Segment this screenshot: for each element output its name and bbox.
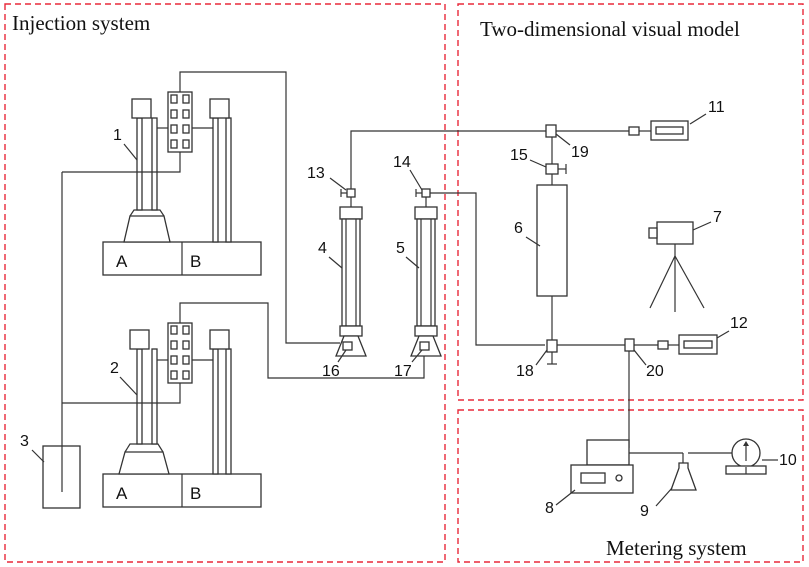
container-4: [335, 206, 367, 357]
camera-7: [648, 221, 705, 312]
label-4: 4: [318, 240, 327, 257]
valve-20: [624, 338, 635, 352]
label-12: 12: [730, 315, 748, 332]
valve-18: [546, 339, 558, 353]
gas-meter-10: [725, 438, 767, 475]
pump-2: A B: [102, 322, 262, 508]
label-2: 2: [110, 360, 119, 377]
label-11: 11: [708, 99, 725, 116]
label-3: 3: [20, 433, 29, 450]
visual-model-6: [536, 184, 568, 297]
pump-1: A B: [102, 91, 262, 276]
label-7: 7: [713, 209, 722, 226]
instrument-8: [570, 439, 683, 494]
pump-1-b-label: B: [190, 252, 201, 271]
label-16: 16: [322, 363, 340, 380]
valve-15: [545, 163, 559, 175]
label-6: 6: [514, 220, 523, 237]
label-19: 19: [571, 144, 589, 161]
collector-9: [670, 452, 732, 491]
label-14: 14: [393, 154, 411, 171]
label-15: 15: [510, 147, 528, 164]
visual-model-title: Two-dimensional visual model: [480, 17, 740, 41]
label-10: 10: [779, 452, 797, 469]
pump-2-a-label: A: [116, 484, 128, 503]
label-20: 20: [646, 363, 664, 380]
label-1: 1: [113, 127, 122, 144]
label-8: 8: [545, 500, 554, 517]
visual-model-border: [457, 3, 804, 401]
pump-1-a-label: A: [116, 252, 128, 271]
valve-19: [545, 124, 557, 138]
label-9: 9: [640, 503, 649, 520]
label-13: 13: [307, 165, 325, 182]
injection-system-title: Injection system: [12, 11, 150, 35]
metering-system-border: [457, 409, 804, 563]
label-5: 5: [396, 240, 405, 257]
label-18: 18: [516, 363, 534, 380]
container-5: [410, 206, 442, 357]
valve-13: [346, 188, 356, 198]
label-17: 17: [394, 363, 412, 380]
pump-2-b-label: B: [190, 484, 201, 503]
metering-system-title: Metering system: [606, 536, 747, 560]
injection-system-border: [4, 3, 446, 563]
valve-14: [421, 188, 431, 198]
